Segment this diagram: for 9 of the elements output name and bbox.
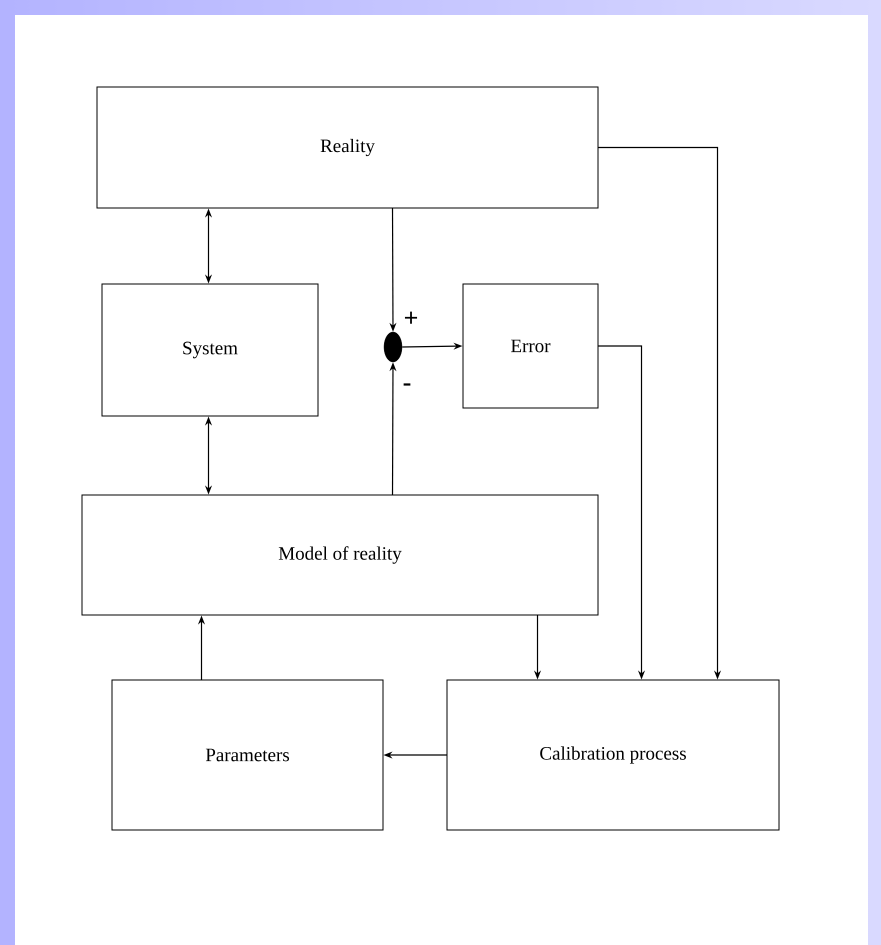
- process-box: Calibration process: [446, 680, 780, 830]
- process-box: Parameters: [112, 680, 384, 830]
- process-box: System: [102, 284, 318, 416]
- process-box: Reality: [96, 86, 598, 208]
- sign-label: +: [404, 312, 418, 324]
- summing-junction: [384, 332, 402, 362]
- process-box: Error: [462, 284, 598, 408]
- sign-label: -: [404, 383, 410, 386]
- process-box: Model of reality: [82, 494, 598, 616]
